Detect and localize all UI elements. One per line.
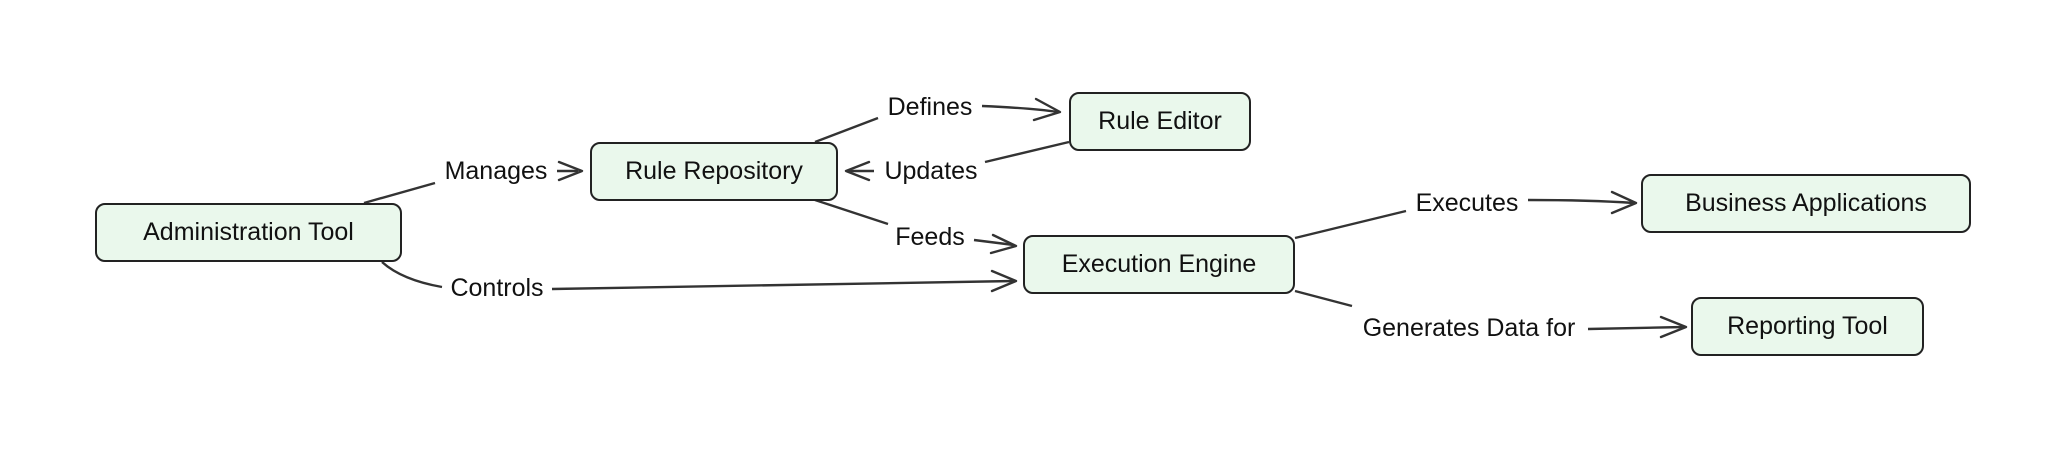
edge-controls-line: [381, 261, 443, 289]
edge-label-feeds: Feeds: [892, 222, 968, 252]
node-business-applications-label: Business Applications: [1685, 189, 1927, 217]
edge-generates-line-end: [1587, 325, 1685, 331]
edge-updates-line: [984, 140, 1070, 164]
node-execution-engine-label: Execution Engine: [1061, 250, 1257, 278]
node-reporting-tool[interactable]: Reporting Tool: [1691, 297, 1924, 356]
node-execution-engine[interactable]: Execution Engine: [1023, 235, 1295, 294]
edge-label-manages: Manages: [441, 156, 551, 186]
edge-controls-line-end: [551, 279, 1015, 291]
edge-defines-line: [814, 116, 879, 144]
node-reporting-tool-label: Reporting Tool: [1727, 312, 1888, 340]
edge-feeds-arrowhead: [989, 233, 1018, 255]
edge-label-controls: Controls: [447, 273, 547, 303]
node-rule-repository[interactable]: Rule Repository: [590, 142, 838, 201]
edge-label-defines: Defines: [884, 92, 976, 122]
edge-defines-line-end: [981, 104, 1059, 114]
edge-defines-arrowhead: [1032, 97, 1062, 122]
node-rule-editor[interactable]: Rule Editor: [1069, 92, 1251, 151]
node-administration-tool[interactable]: Administration Tool: [95, 203, 402, 262]
edge-label-executes: Executes: [1412, 188, 1522, 218]
edge-executes-line: [1294, 209, 1407, 240]
node-administration-tool-label: Administration Tool: [143, 218, 354, 246]
node-business-applications[interactable]: Business Applications: [1641, 174, 1971, 233]
edge-generates-arrowhead: [1659, 315, 1688, 339]
node-rule-repository-label: Rule Repository: [625, 157, 803, 185]
edge-label-updates: Updates: [881, 156, 981, 186]
edge-manages-arrowhead: [557, 160, 584, 182]
node-rule-editor-label: Rule Editor: [1098, 107, 1222, 135]
edge-generates-line: [1294, 289, 1353, 308]
edge-executes-line-end: [1527, 198, 1635, 205]
edge-feeds-line-end: [973, 238, 1015, 247]
edge-updates-arrowhead: [844, 160, 871, 182]
edge-label-generates-data-for: Generates Data for: [1359, 313, 1579, 343]
edge-feeds-line: [814, 198, 889, 226]
edge-executes-arrowhead: [1610, 190, 1638, 215]
edge-manages-line: [363, 181, 436, 205]
edge-controls-arrowhead: [990, 269, 1018, 293]
